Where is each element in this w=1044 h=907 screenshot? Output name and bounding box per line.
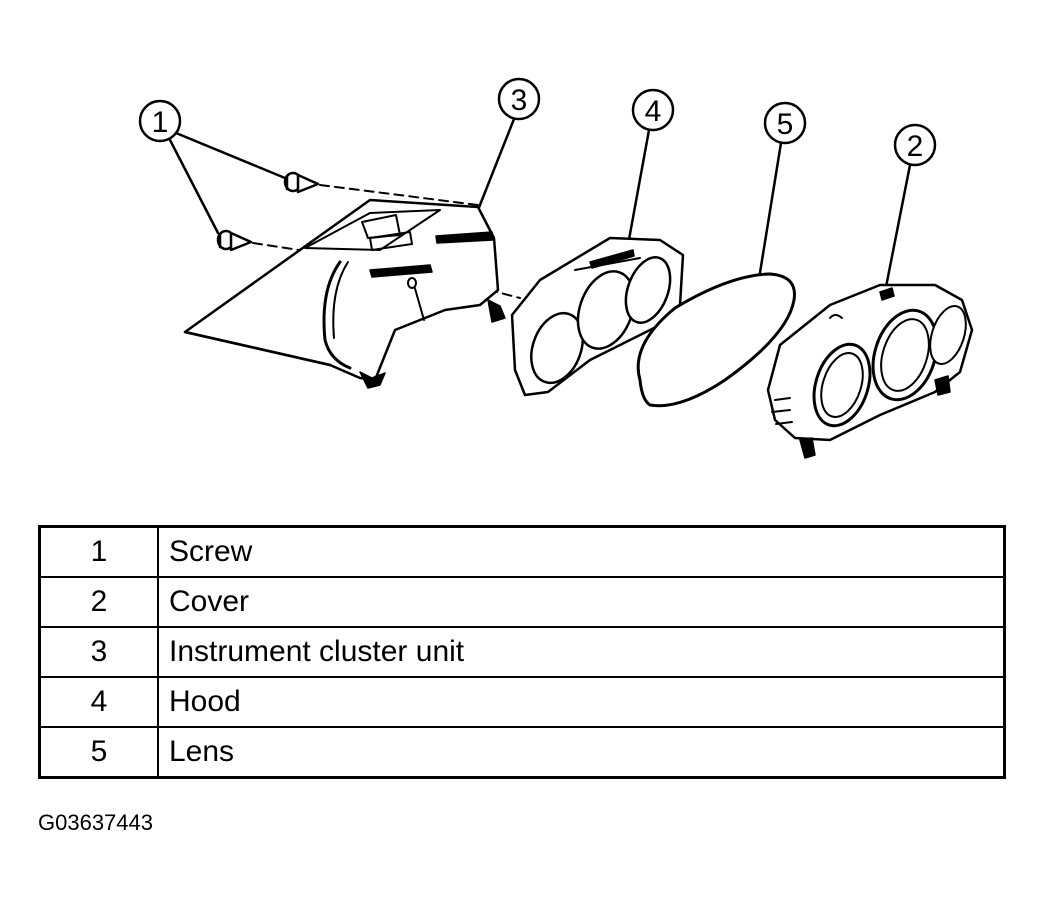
svg-text:1: 1 xyxy=(152,106,169,139)
table-row: 1 Screw xyxy=(38,525,1006,578)
part-number: 1 xyxy=(38,525,159,578)
table-row: 2 Cover xyxy=(38,576,1006,628)
part-description: Hood xyxy=(157,676,1006,728)
callout-2: 2 xyxy=(883,123,937,294)
part-description: Cover xyxy=(157,576,1006,628)
part-number: 3 xyxy=(38,626,159,678)
part-number: 2 xyxy=(38,576,159,628)
parts-legend-table: 1 Screw 2 Cover 3 Instrument cluster uni… xyxy=(38,525,1006,779)
table-row: 4 Hood xyxy=(38,676,1006,728)
instrument-cluster-unit xyxy=(183,198,506,389)
callout-3: 3 xyxy=(476,77,541,212)
svg-text:5: 5 xyxy=(777,108,794,141)
part-number: 4 xyxy=(38,676,159,728)
callout-1: 1 xyxy=(138,99,287,235)
svg-text:4: 4 xyxy=(645,95,662,128)
svg-text:2: 2 xyxy=(907,130,924,163)
screw-upper xyxy=(283,171,320,194)
table-row: 3 Instrument cluster unit xyxy=(38,626,1006,678)
exploded-view-diagram: 1 3 xyxy=(138,77,974,459)
hood xyxy=(510,236,685,397)
figure-id: G03637443 xyxy=(38,810,153,835)
cover xyxy=(766,283,974,459)
lens xyxy=(636,272,796,408)
part-description: Lens xyxy=(157,726,1006,779)
part-number: 5 xyxy=(38,726,159,779)
table-row: 5 Lens xyxy=(38,726,1006,779)
part-description: Screw xyxy=(157,525,1006,578)
svg-text:3: 3 xyxy=(511,84,528,117)
callout-4: 4 xyxy=(626,88,675,247)
part-description: Instrument cluster unit xyxy=(157,626,1006,678)
screw-lower xyxy=(216,229,253,252)
callout-5: 5 xyxy=(756,101,807,287)
